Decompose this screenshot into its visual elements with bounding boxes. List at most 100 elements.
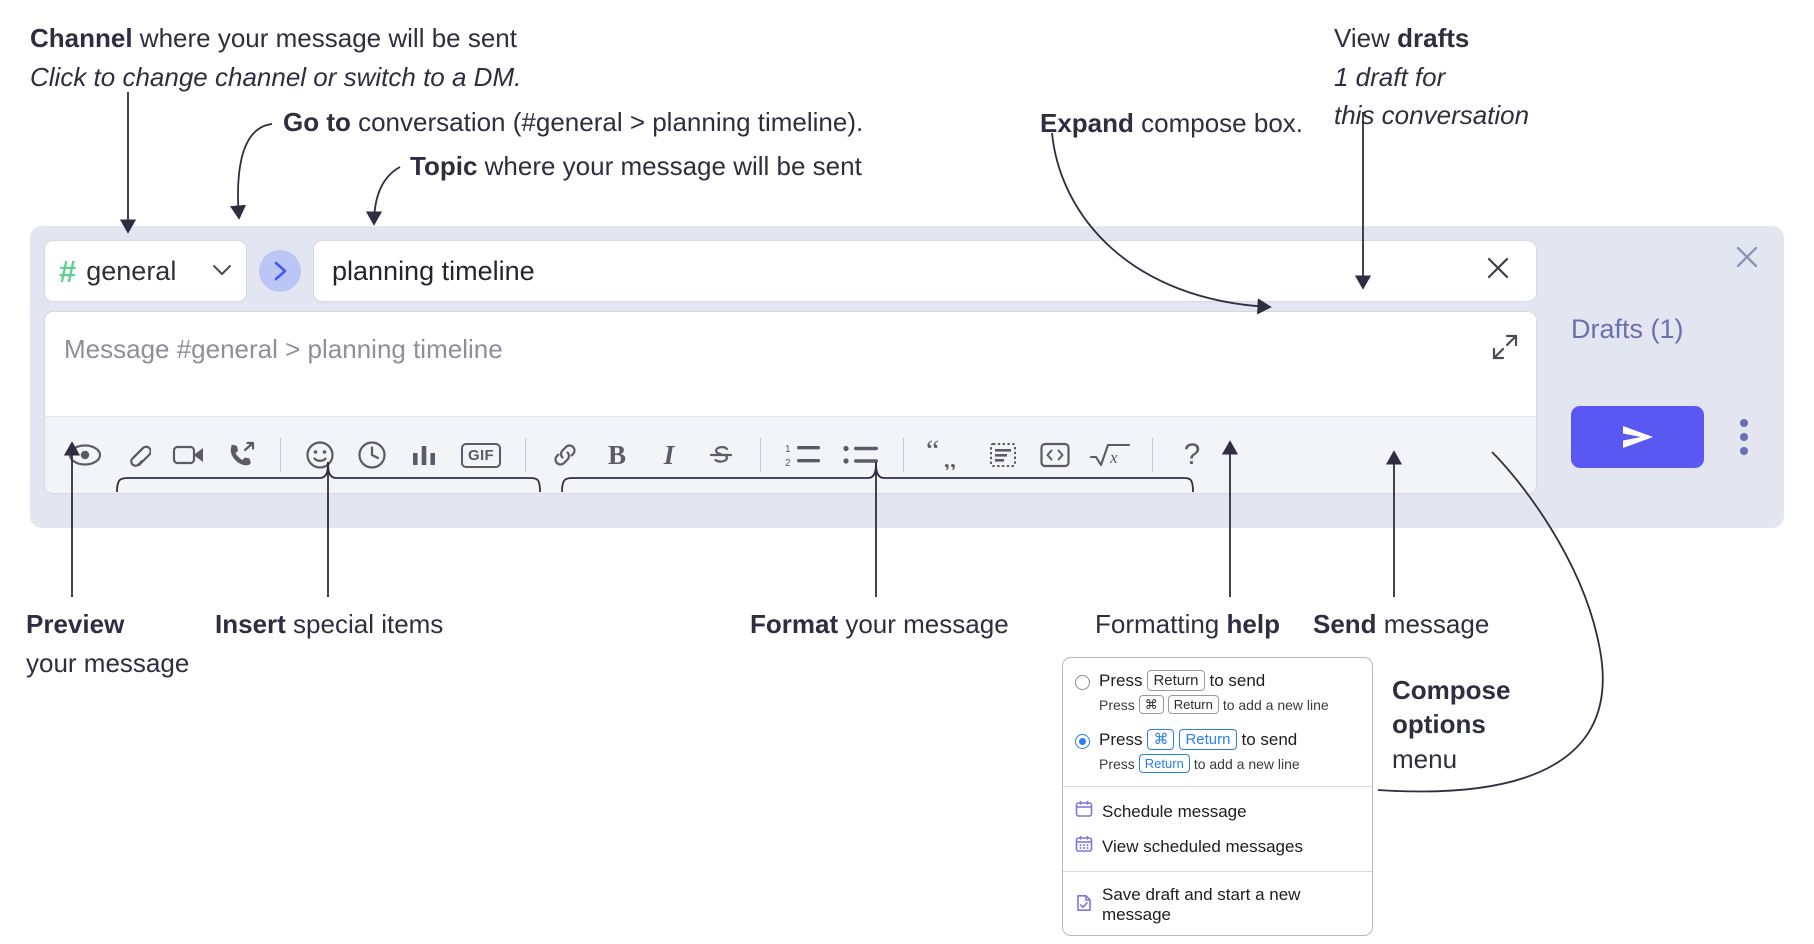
annotation-format-bold: Format <box>750 609 839 639</box>
key-return: Return <box>1147 670 1205 691</box>
topic-input[interactable]: planning timeline <box>313 240 1537 302</box>
menu-item-label: View scheduled messages <box>1102 836 1303 856</box>
annotation-formatting-help: Formatting help <box>1095 608 1280 641</box>
ordered-list-icon[interactable]: 1 2 <box>774 429 832 481</box>
preview-icon[interactable] <box>59 429 111 481</box>
toolbar-divider-4 <box>903 438 904 472</box>
strikethrough-icon[interactable] <box>695 429 747 481</box>
menu-item-view-scheduled[interactable]: View scheduled messages <box>1063 829 1372 864</box>
gif-icon[interactable]: GIF <box>450 429 512 481</box>
compose-options-button[interactable] <box>1731 406 1757 468</box>
menu-item-save-draft[interactable]: Save draft and start a new message <box>1063 879 1372 931</box>
chevron-down-icon <box>212 261 232 281</box>
svg-text:„: „ <box>943 441 956 470</box>
key-command: ⌘ <box>1138 695 1164 714</box>
annotation-goto-rest: conversation (#general > planning timeli… <box>350 107 864 137</box>
toolbar-divider-5 <box>1152 438 1153 472</box>
bar-chart-icon[interactable] <box>398 429 450 481</box>
link-icon[interactable] <box>539 429 591 481</box>
code-inline-icon[interactable] <box>1029 429 1081 481</box>
annotation-channel-bold: Channel <box>30 23 133 53</box>
channel-name: general <box>86 255 177 286</box>
italic-icon[interactable]: I <box>643 429 695 481</box>
annotation-goto-bold: Go to <box>283 107 351 137</box>
clock-icon[interactable] <box>346 429 398 481</box>
radio-return[interactable] <box>1075 675 1090 690</box>
annotation-channel: Channel where your message will be sent … <box>30 22 521 95</box>
annotation-preview-line2: your message <box>26 648 190 679</box>
bullet-list-icon[interactable] <box>832 429 890 481</box>
help-icon[interactable]: ? <box>1166 429 1218 481</box>
compose-main-column: # general planning timeline Message #gen… <box>44 240 1537 494</box>
math-icon[interactable]: x <box>1081 429 1139 481</box>
annotation-send-rest: message <box>1376 609 1490 639</box>
annotation-topic-bold: Topic <box>410 151 478 181</box>
kebab-dot-3 <box>1740 447 1748 455</box>
channel-selector[interactable]: # general <box>44 240 247 302</box>
toolbar-divider-2 <box>525 438 526 472</box>
annotation-preview: Preview your message <box>26 608 189 681</box>
send-arrow-icon <box>1622 426 1653 448</box>
calendar-icon <box>1075 800 1093 823</box>
connector-topic <box>365 166 401 226</box>
connector-goto <box>229 123 273 220</box>
annotation-compose-options-line3: menu <box>1392 743 1458 774</box>
message-body: Message #general > planning timeline <box>44 311 1537 494</box>
compose-header-row: # general planning timeline <box>44 240 1537 302</box>
annotation-insert-rest: special items <box>285 609 444 639</box>
menu-option-return[interactable]: Press Return to send <box>1063 665 1372 691</box>
annotation-goto: Go to conversation (#general > planning … <box>283 106 863 139</box>
annotation-expand-rest: compose box. <box>1133 108 1304 138</box>
annotation-channel-rest: where your message will be sent <box>132 23 517 53</box>
annotation-format-rest: your message <box>838 609 1009 639</box>
compose-options-menu: Press Return to send Press ⌘ Return to a… <box>1062 657 1373 936</box>
annotation-drafts: View drafts 1 draft for this conversatio… <box>1334 22 1529 132</box>
annotation-topic: Topic where your message will be sent <box>410 150 862 183</box>
annotation-send-bold: Send <box>1313 609 1377 639</box>
annotation-compose-options-line1: Compose <box>1392 675 1511 705</box>
toolbar-divider-3 <box>760 438 761 472</box>
toolbar-divider-1 <box>280 438 281 472</box>
drafts-link[interactable]: Drafts (1) <box>1571 314 1684 344</box>
close-icon[interactable] <box>1478 254 1518 288</box>
calendar-grid-icon <box>1075 835 1093 858</box>
topic-value: planning timeline <box>332 255 535 286</box>
option-return-sub-prefix: Press <box>1099 696 1135 713</box>
kebab-dot-1 <box>1740 419 1748 427</box>
send-button[interactable] <box>1571 406 1704 468</box>
widget-close-icon[interactable] <box>1732 242 1762 277</box>
annotation-expand: Expand compose box. <box>1040 107 1303 140</box>
annotation-drafts-bold: drafts <box>1397 23 1470 53</box>
file-check-icon <box>1075 894 1093 917</box>
menu-item-schedule-message[interactable]: Schedule message <box>1063 794 1372 829</box>
annotation-insert-bold: Insert <box>215 609 286 639</box>
menu-option-cmd-sub: Press Return to add a new line <box>1063 754 1372 779</box>
annotation-insert: Insert special items <box>215 608 443 641</box>
smiley-icon[interactable] <box>294 429 346 481</box>
annotation-send: Send message <box>1313 608 1489 641</box>
annotation-drafts-sub2: this conversation <box>1334 99 1530 130</box>
expand-icon[interactable] <box>1490 332 1520 362</box>
bold-label: B <box>607 439 626 470</box>
menu-divider-2 <box>1063 871 1372 872</box>
annotation-drafts-sub1: 1 draft for <box>1334 62 1446 93</box>
bold-icon[interactable]: B <box>591 429 643 481</box>
menu-item-label: Schedule message <box>1102 801 1247 821</box>
key-return-sub: Return <box>1167 695 1219 714</box>
radio-cmd-return[interactable] <box>1075 734 1090 749</box>
menu-option-cmd-return[interactable]: Press ⌘ Return to send <box>1063 720 1372 750</box>
compose-widget: # general planning timeline Message #gen… <box>30 226 1784 528</box>
code-block-icon[interactable] <box>977 429 1029 481</box>
video-camera-icon[interactable] <box>163 429 215 481</box>
option-return-suffix: to send <box>1209 670 1266 690</box>
annotation-preview-bold: Preview <box>26 609 125 639</box>
paperclip-icon[interactable] <box>111 429 163 481</box>
quote-icon[interactable]: “ „ <box>917 429 977 481</box>
goto-conversation-button[interactable] <box>259 250 301 292</box>
annotation-drafts-prefix: View <box>1334 23 1398 53</box>
annotation-format: Format your message <box>750 608 1009 641</box>
phone-forward-icon[interactable] <box>215 429 267 481</box>
annotation-compose-options-line2: options <box>1392 709 1486 740</box>
menu-item-label: Save draft and start a new message <box>1102 885 1301 924</box>
message-input[interactable]: Message #general > planning timeline <box>45 312 1536 416</box>
